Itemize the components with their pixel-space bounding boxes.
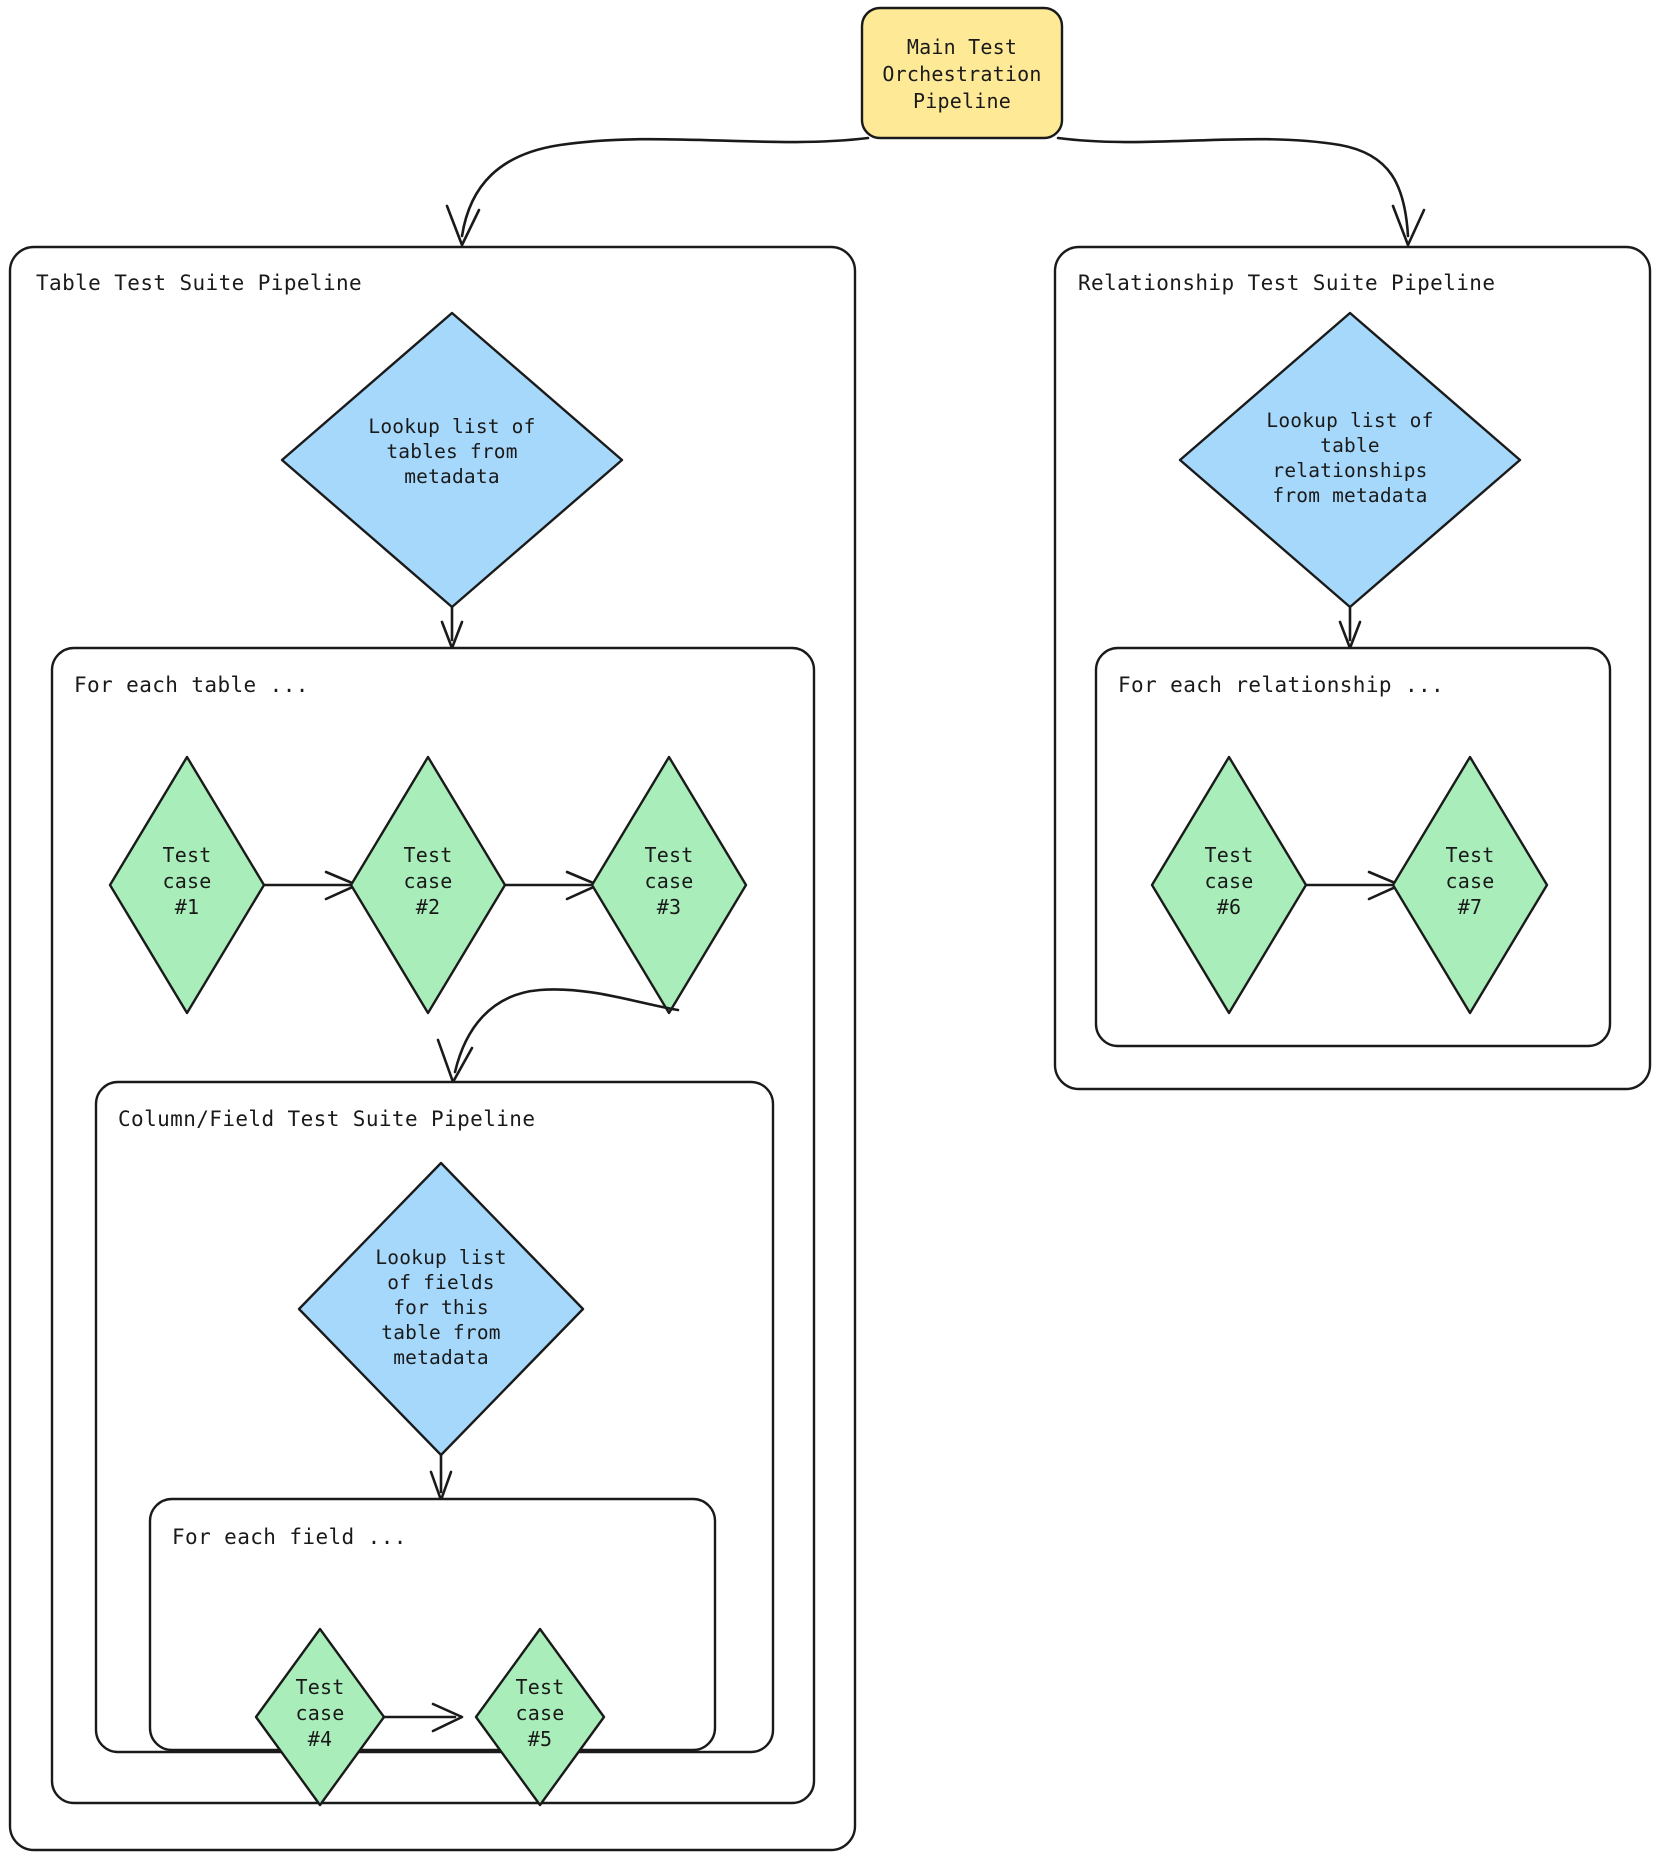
test-case-5-line-2: case <box>516 1701 565 1725</box>
lookup-fields-line-2: of fields <box>387 1271 494 1294</box>
lookup-tables-line-1: Lookup list of <box>368 415 535 438</box>
lookup-tables-line-3: metadata <box>404 465 500 488</box>
column-field-test-suite-pipeline-label: Column/Field Test Suite Pipeline <box>118 1107 535 1131</box>
edge-main-to-relationship-suite <box>1056 136 1426 247</box>
container-for-each-field[interactable]: For each field ... <box>148 1497 717 1752</box>
test-case-3-shape <box>590 755 748 1015</box>
test-case-6-line-1: Test <box>1205 843 1254 867</box>
lookup-fields-line-3: for this <box>393 1296 489 1319</box>
lookup-table-relationships-line-2: table <box>1320 434 1380 457</box>
test-case-5-line-1: Test <box>516 1675 565 1699</box>
lookup-fields-line-5: metadata <box>393 1346 489 1369</box>
test-case-4-line-3: #4 <box>308 1727 332 1751</box>
node-test-case-3[interactable]: Test case #3 <box>590 755 748 1015</box>
main-orchestration-line-2: Orchestration <box>882 62 1041 86</box>
test-case-4-shape <box>254 1627 386 1807</box>
node-test-case-7[interactable]: Test case #7 <box>1391 755 1549 1015</box>
test-case-1-line-3: #1 <box>175 895 199 919</box>
node-test-case-2[interactable]: Test case #2 <box>349 755 507 1015</box>
test-case-2-line-2: case <box>404 869 453 893</box>
test-case-4-line-2: case <box>296 1701 345 1725</box>
test-case-7-shape <box>1391 755 1549 1015</box>
node-test-case-1[interactable]: Test case #1 <box>108 755 266 1015</box>
test-case-2-line-1: Test <box>404 843 453 867</box>
test-case-4-line-1: Test <box>296 1675 345 1699</box>
test-case-7-line-3: #7 <box>1458 895 1482 919</box>
node-test-case-4[interactable]: Test case #4 <box>254 1627 386 1807</box>
for-each-relationship-label: For each relationship ... <box>1118 673 1444 697</box>
edge-main-to-table-suite <box>445 136 870 247</box>
test-case-1-line-2: case <box>163 869 212 893</box>
lookup-fields-line-1: Lookup list <box>375 1246 506 1269</box>
relationship-test-suite-pipeline-label: Relationship Test Suite Pipeline <box>1078 271 1495 295</box>
lookup-table-relationships-line-1: Lookup list of <box>1266 409 1433 432</box>
test-case-1-line-1: Test <box>163 843 212 867</box>
test-case-2-shape <box>349 755 507 1015</box>
lookup-tables-line-2: tables from <box>386 440 517 463</box>
test-case-6-line-3: #6 <box>1217 895 1241 919</box>
test-case-1-shape <box>108 755 266 1015</box>
for-each-field-label: For each field ... <box>172 1525 407 1549</box>
test-case-5-shape <box>474 1627 606 1807</box>
test-case-2-line-3: #2 <box>416 895 440 919</box>
edge-tc4-to-tc5 <box>382 1702 464 1733</box>
node-lookup-table-relationships[interactable]: Lookup list of table relationships from … <box>1178 311 1522 609</box>
for-each-table-label: For each table ... <box>74 673 309 697</box>
test-case-3-line-2: case <box>645 869 694 893</box>
lookup-table-relationships-line-4: from metadata <box>1272 484 1427 507</box>
node-main-orchestration[interactable]: Main Test Orchestration Pipeline <box>860 6 1064 140</box>
lookup-fields-line-4: table from <box>381 1321 500 1344</box>
node-test-case-5[interactable]: Test case #5 <box>474 1627 606 1807</box>
main-orchestration-line-1: Main Test <box>907 35 1017 59</box>
main-orchestration-line-3: Pipeline <box>913 89 1011 113</box>
node-lookup-fields[interactable]: Lookup list of fields for this table fro… <box>297 1161 585 1457</box>
table-test-suite-pipeline-label: Table Test Suite Pipeline <box>36 271 362 295</box>
test-case-5-line-3: #5 <box>528 1727 552 1751</box>
node-test-case-6[interactable]: Test case #6 <box>1150 755 1308 1015</box>
test-case-7-line-1: Test <box>1446 843 1495 867</box>
main-orchestration-shape <box>860 6 1064 140</box>
test-case-3-line-3: #3 <box>657 895 681 919</box>
lookup-table-relationships-line-3: relationships <box>1272 459 1427 482</box>
for-each-relationship-box <box>1094 646 1612 1048</box>
test-case-3-line-1: Test <box>645 843 694 867</box>
test-case-7-line-2: case <box>1446 869 1495 893</box>
test-case-6-shape <box>1150 755 1308 1015</box>
container-for-each-relationship[interactable]: For each relationship ... <box>1094 646 1612 1048</box>
test-case-6-line-2: case <box>1205 869 1254 893</box>
